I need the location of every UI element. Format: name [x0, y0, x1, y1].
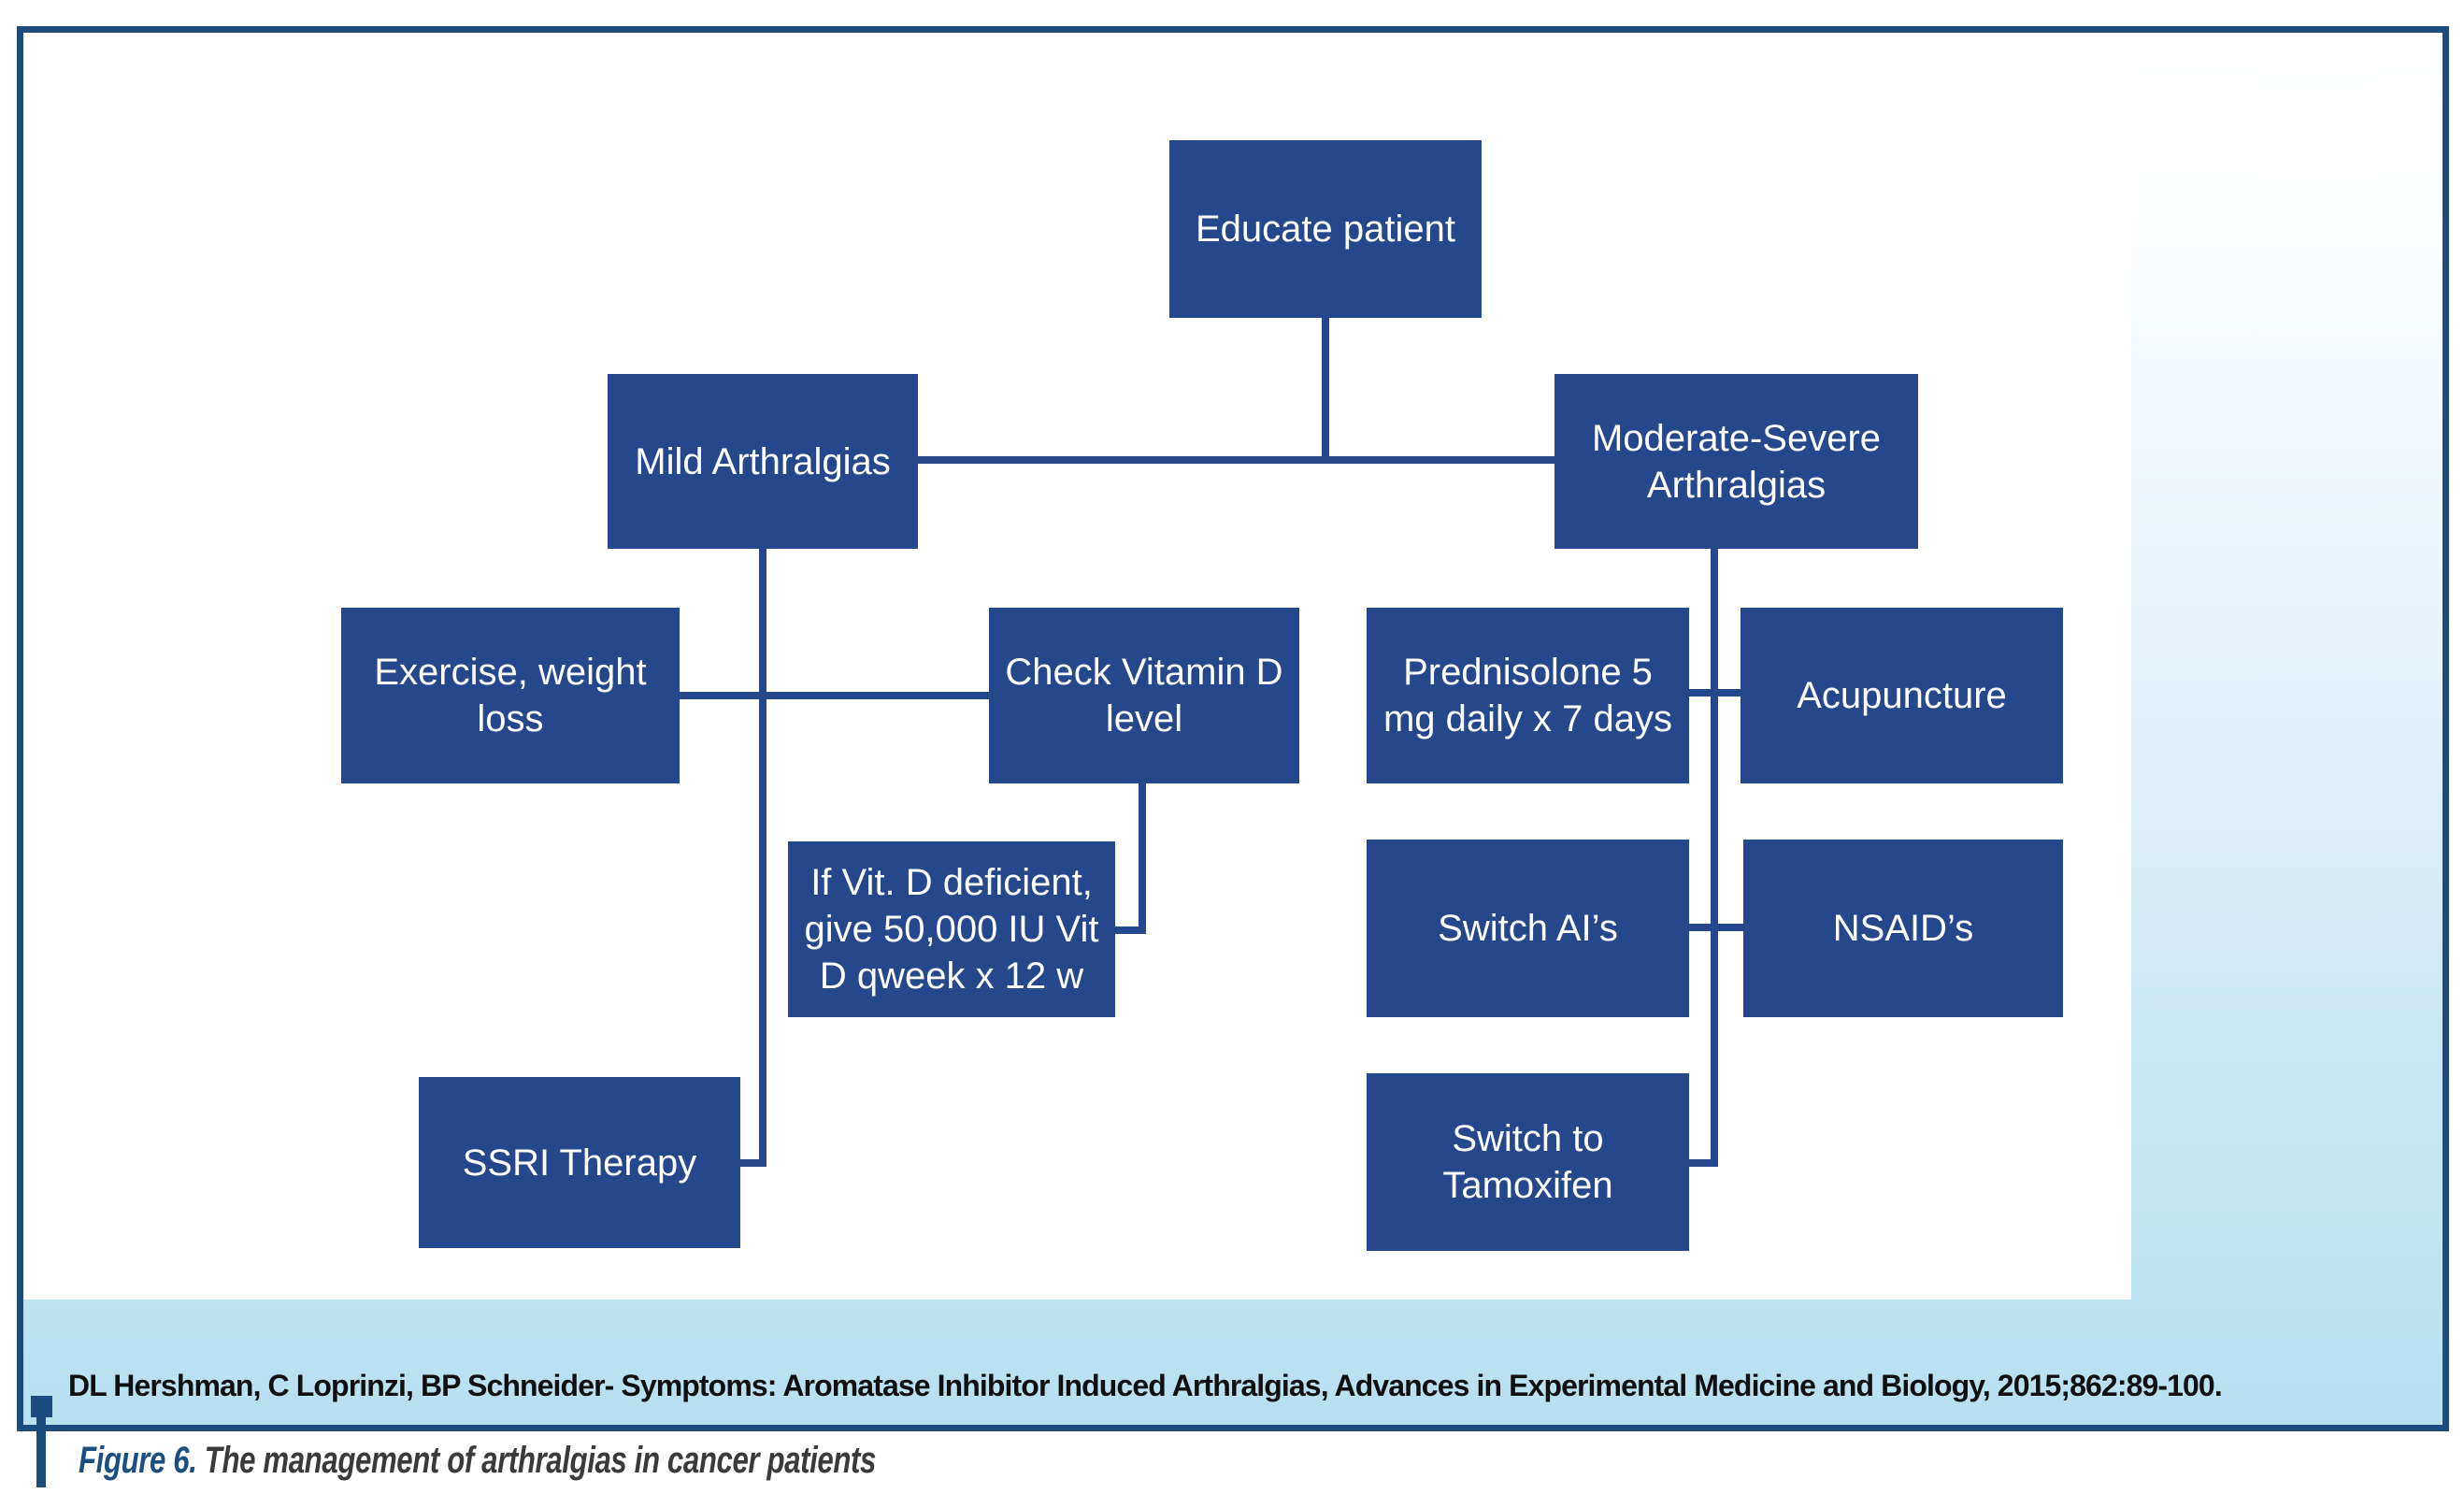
caption-marker-stem — [36, 1415, 46, 1487]
node-acupuncture: Acupuncture — [1741, 608, 2063, 783]
flow-connector — [1689, 689, 1741, 697]
flow-connector — [1322, 318, 1329, 460]
node-ifvitd: If Vit. D deficient, give 50,000 IU Vit … — [788, 841, 1115, 1017]
flow-connector — [759, 549, 766, 1167]
node-nsaid: NSAID’s — [1743, 840, 2063, 1017]
node-moderate: Moderate-Severe Arthralgias — [1554, 374, 1918, 549]
node-prednisolone: Prednisolone 5 mg daily x 7 days — [1367, 608, 1689, 783]
node-mild: Mild Arthralgias — [608, 374, 918, 549]
node-tamoxifen: Switch to Tamoxifen — [1367, 1073, 1689, 1251]
flow-connector — [1711, 549, 1718, 1167]
node-switchai: Switch AI’s — [1367, 840, 1689, 1017]
caption-marker-square — [31, 1396, 52, 1417]
flow-connector — [1689, 1159, 1718, 1167]
flow-connector — [680, 692, 989, 699]
node-exercise: Exercise, weight loss — [341, 608, 680, 783]
flow-connector — [918, 456, 1554, 464]
citation-text: DL Hershman, C Loprinzi, BP Schneider- S… — [68, 1369, 2223, 1402]
flow-connector — [1689, 924, 1743, 931]
figure-caption: Figure 6. The management of arthralgias … — [79, 1440, 876, 1482]
flow-connector — [1139, 783, 1146, 934]
figure-caption-text: The management of arthralgias in cancer … — [196, 1440, 877, 1481]
node-educate: Educate patient — [1169, 140, 1482, 318]
node-checkvitd: Check Vitamin D level — [989, 608, 1299, 783]
node-ssri: SSRI Therapy — [419, 1077, 740, 1248]
flow-connector — [1115, 926, 1146, 934]
flow-connector — [738, 1159, 766, 1167]
figure-caption-label: Figure 6. — [79, 1440, 197, 1481]
